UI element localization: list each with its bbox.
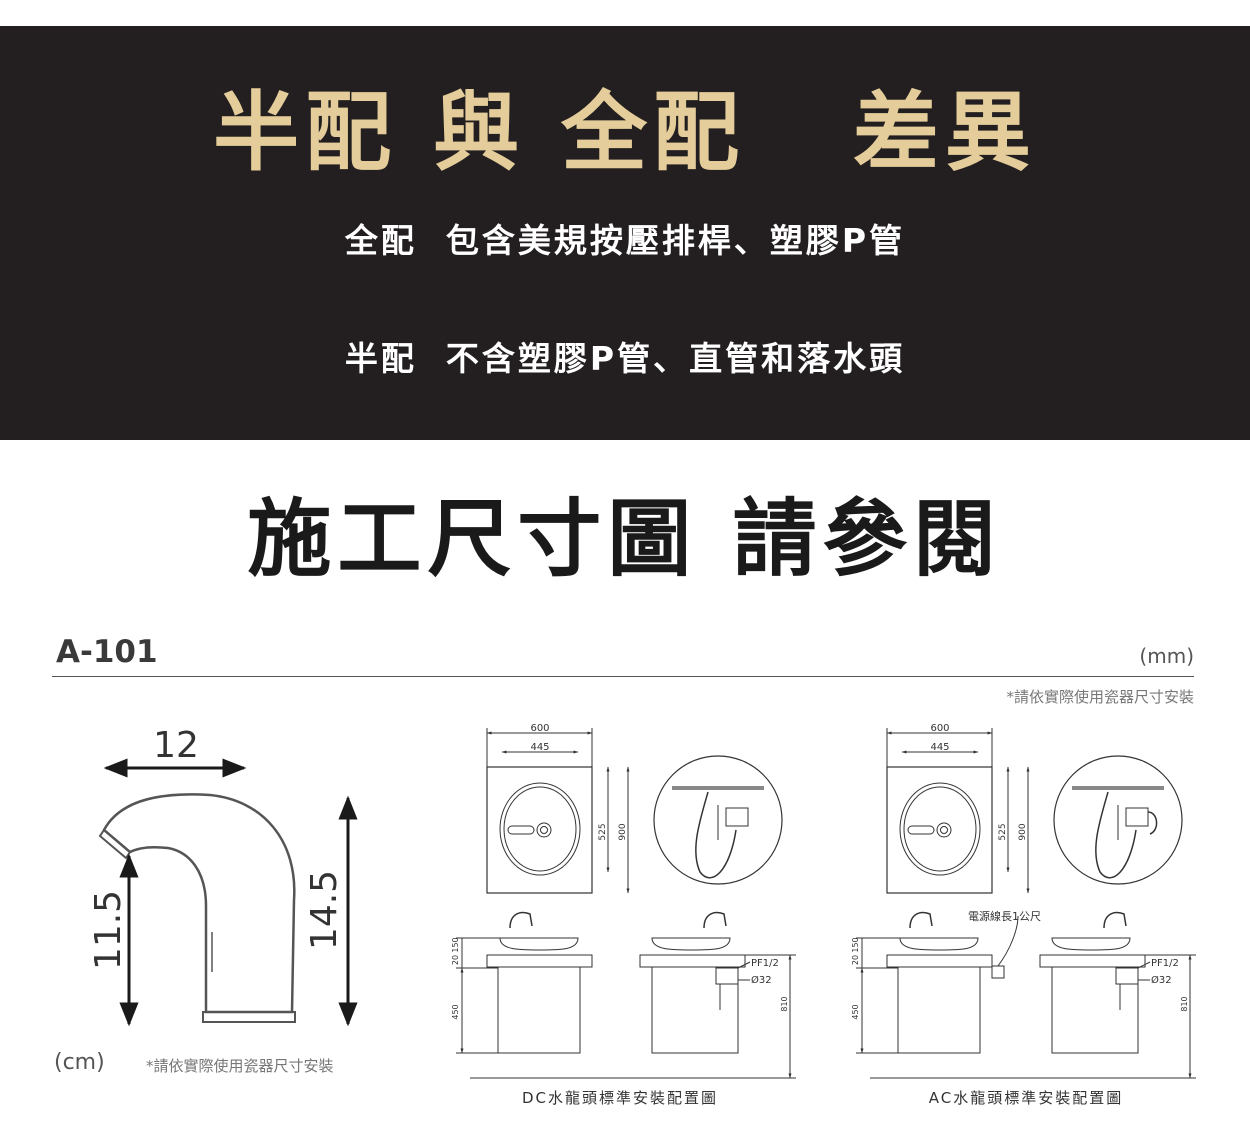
dc-install-drawing: 600 445 525 900 20 150 450 <box>451 723 796 1079</box>
dc-width-445: 445 <box>530 742 549 753</box>
unit-label-cm: (cm) <box>54 1050 105 1075</box>
total-height-label: 14.5 <box>304 870 345 950</box>
dc-caption: DC水龍頭標準安裝配置圖 <box>521 1089 719 1107</box>
dc-depth-900: 900 <box>618 823 628 840</box>
ac-width-600: 600 <box>930 723 949 734</box>
dc-depth-525: 525 <box>598 823 608 840</box>
spout-height-label: 11.5 <box>88 890 129 970</box>
ac-dim-450: 450 <box>851 1004 860 1019</box>
dc-pf-label: PF1/2 <box>751 958 779 969</box>
dc-height-810: 810 <box>780 996 789 1011</box>
model-number: A-101 <box>56 634 158 670</box>
full-config-description: 全配 包含美規按壓排桿、塑膠P管 <box>344 221 906 260</box>
ac-dim-150: 150 <box>851 937 860 952</box>
header-banner <box>0 26 1250 440</box>
install-note-right: *請依實際使用瓷器尺寸安裝 <box>1006 688 1194 706</box>
install-note-left: *請依實際使用瓷器尺寸安裝 <box>146 1057 334 1075</box>
divider <box>52 676 1194 677</box>
half-config-description: 半配 不含塑膠P管、直管和落水頭 <box>344 339 906 378</box>
banner-title: 半配 與 全配 差異 <box>213 82 1037 183</box>
ac-depth-900: 900 <box>1018 823 1028 840</box>
dc-diameter-label: Ø32 <box>751 974 772 986</box>
faucet-profile-drawing: 12 11.5 14.5 <box>88 725 358 1027</box>
ac-caption: AC水龍頭標準安裝配置圖 <box>928 1089 1124 1107</box>
ac-depth-525: 525 <box>998 823 1008 840</box>
ac-install-drawing: 600 445 525 900 20 1 <box>851 723 1196 1079</box>
section-heading: 施工尺寸圖 請參閱 <box>247 489 1003 588</box>
ac-height-810: 810 <box>1180 996 1189 1011</box>
dc-width-600: 600 <box>530 723 549 734</box>
dc-dim-150: 150 <box>451 937 460 952</box>
ac-dim-20: 20 <box>851 955 860 965</box>
ac-cable-length-label: 電源線長1公尺 <box>968 909 1041 923</box>
ac-diameter-label: Ø32 <box>1151 974 1172 986</box>
width-dim-label: 12 <box>153 725 199 766</box>
dc-dim-20: 20 <box>451 955 460 965</box>
unit-label-mm: (mm) <box>1139 644 1194 668</box>
ac-width-445: 445 <box>930 742 949 753</box>
ac-pf-label: PF1/2 <box>1151 958 1179 969</box>
dc-dim-450: 450 <box>451 1004 460 1019</box>
